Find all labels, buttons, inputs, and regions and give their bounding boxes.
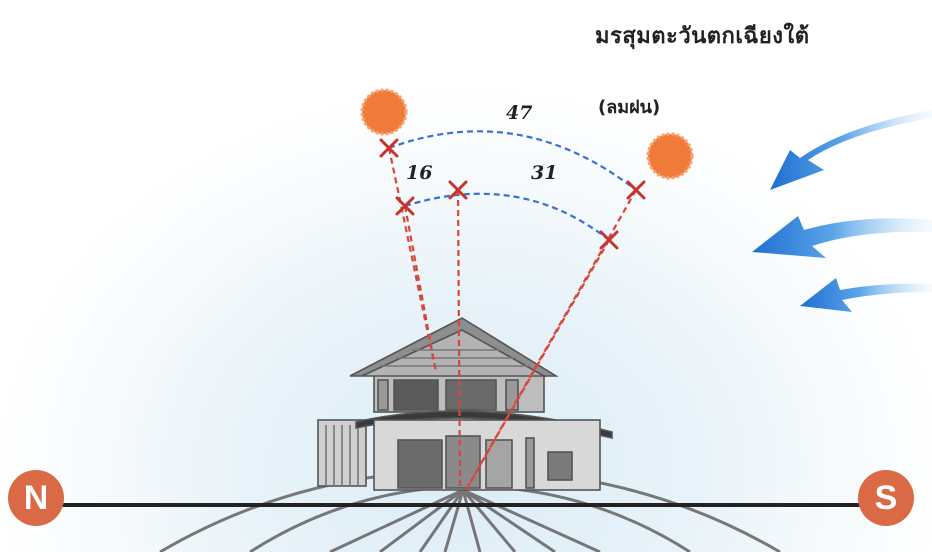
- sun-rays: [387, 147, 637, 491]
- wind-arrow-icon: [800, 278, 932, 312]
- south-marker: S: [858, 470, 914, 526]
- wind-arrow-icon: [770, 110, 932, 190]
- diagram-subtitle: (ลมฝน): [598, 97, 661, 118]
- diagram-title: มรสุมตะวันตกเฉียงใต้: [595, 24, 810, 49]
- angle-label-total: 47: [506, 102, 533, 124]
- sun-path-outer: [388, 130, 637, 191]
- x-markers: [379, 138, 646, 250]
- wind-arrows: [752, 110, 932, 312]
- x-marker-icon: [448, 180, 468, 200]
- sun-icon: [646, 132, 694, 180]
- angle-label-right: 31: [531, 162, 558, 184]
- sun-icon: [360, 88, 408, 136]
- x-marker-icon: [626, 180, 646, 200]
- x-marker-icon: [379, 138, 399, 158]
- sun-path-inner: [404, 192, 610, 241]
- house-icon: [317, 317, 613, 491]
- wind-arrow-icon: [752, 216, 932, 258]
- x-marker-icon: [599, 230, 619, 250]
- x-marker-icon: [395, 196, 415, 216]
- north-marker: N: [8, 470, 64, 526]
- angle-label-left: 16: [406, 162, 433, 184]
